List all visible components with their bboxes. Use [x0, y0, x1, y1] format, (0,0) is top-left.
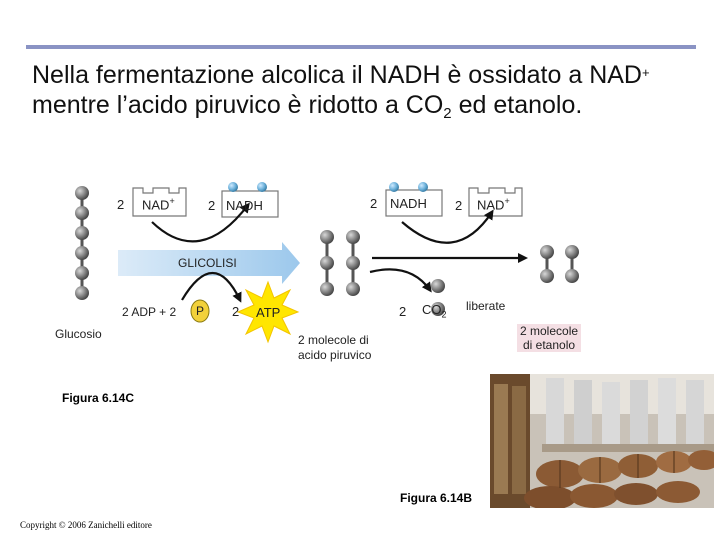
etanolo-line-1: 2 molecole — [520, 324, 579, 338]
atp-count: 2 — [232, 304, 240, 319]
slide-title: Nella fermentazione alcolica il NADH è o… — [32, 60, 692, 124]
nad-left-label: NAD+ — [142, 196, 175, 212]
nadh-right-label: NADH — [390, 196, 427, 211]
liberate-label: liberate — [466, 299, 506, 313]
nad-right-label: NAD+ — [477, 196, 510, 212]
co2-label: CO2 — [422, 302, 447, 320]
glicolisi-arrow — [118, 242, 300, 284]
glucosio-label: Glucosio — [55, 327, 102, 341]
nad-left-text: NAD — [142, 197, 170, 213]
co2-sub: 2 — [441, 309, 447, 320]
piruvico-label-1: 2 molecole di — [298, 333, 369, 347]
atp-burst-icon — [236, 280, 300, 344]
co2-text: CO — [422, 302, 442, 317]
nad-right-text: NAD — [477, 197, 505, 213]
pyruvic-acid-molecules — [320, 230, 360, 296]
decarboxylation-arrow — [369, 268, 432, 293]
ethanol-molecules — [540, 245, 579, 283]
nadh-left-count: 2 — [208, 198, 216, 213]
nadh-right-count: 2 — [370, 196, 378, 211]
figure-b-caption: Figura 6.14B — [400, 491, 473, 505]
nad-box-left — [132, 187, 187, 217]
phosphate-label: P — [196, 304, 205, 318]
nadh-box-right — [385, 182, 443, 217]
title-text-3: ed etanolo. — [451, 91, 583, 119]
atp-synthesis-arrow — [181, 272, 242, 303]
copyright-footer: Copyright © 2006 Zanichelli editore — [20, 520, 152, 530]
nadh-oxidation-arrow — [401, 209, 494, 244]
wine-cellar-photo — [490, 374, 714, 508]
co2-molecules — [431, 279, 445, 316]
figure-c-caption: Figura 6.14C — [62, 391, 135, 405]
nad-reduction-arrow — [151, 202, 250, 243]
nadh-left-label: NADH — [226, 198, 263, 213]
adp-label: 2 ADP + 2 — [122, 305, 177, 319]
nad-left-count: 2 — [117, 197, 125, 212]
nad-right-sup: + — [504, 196, 510, 206]
title-rule — [26, 45, 696, 49]
nadh-box-left — [221, 182, 279, 218]
title-subscript: 2 — [443, 105, 452, 122]
glicolisi-label: GLICOLISI — [178, 256, 237, 270]
glucose-molecule — [75, 186, 89, 300]
nad-box-right — [468, 187, 523, 217]
atp-label: ATP — [256, 305, 281, 320]
piruvico-label-2: acido piruvico — [298, 348, 372, 362]
title-superscript: + — [642, 65, 650, 80]
phosphate-icon — [190, 299, 210, 323]
etanolo-line-2: di etanolo — [522, 338, 576, 352]
nad-left-sup: + — [169, 196, 175, 206]
etanolo-label: 2 molecole di etanolo — [517, 324, 582, 352]
co2-count: 2 — [399, 304, 407, 319]
title-text-2: mentre l’acido piruvico è ridotto a CO — [32, 91, 444, 119]
barrel-cellar-image — [490, 374, 714, 508]
nad-right-count: 2 — [455, 198, 463, 213]
title-text-1: Nella fermentazione alcolica il NADH è o… — [32, 61, 642, 89]
